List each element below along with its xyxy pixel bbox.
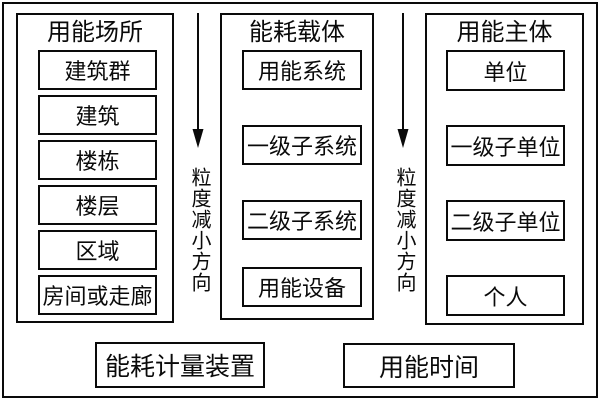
down-arrow-icon: [397, 13, 409, 148]
node-energy-system: 用能系统: [242, 50, 362, 90]
node-room-or-corridor: 房间或走廊: [38, 275, 157, 315]
group-energy-use-subjects: 用能主体 单位 一级子单位 二级子单位 个人: [425, 13, 584, 325]
group-header-subjects: 用能主体: [456, 20, 553, 46]
node-level2-subsystem: 二级子系统: [242, 200, 362, 240]
node-building-cluster: 建筑群: [38, 50, 157, 90]
node-individual: 个人: [446, 275, 565, 316]
node-level1-subunit: 一级子单位: [446, 125, 565, 166]
node-energy-metering-device: 能耗计量装置: [95, 342, 265, 388]
granularity-direction-label-1: 粒度减小方向: [188, 167, 210, 293]
node-energy-use-time: 用能时间: [343, 343, 515, 388]
node-level1-subsystem: 一级子系统: [242, 125, 362, 165]
down-arrow-icon: [192, 13, 204, 148]
node-floor: 楼层: [38, 185, 157, 225]
group-header-places: 用能场所: [47, 20, 143, 46]
group-energy-use-places: 用能场所 建筑群 建筑 楼栋 楼层 区域 房间或走廊: [16, 13, 174, 323]
node-energy-equipment: 用能设备: [242, 267, 362, 307]
node-zone: 区域: [38, 230, 157, 270]
node-building-block: 楼栋: [38, 140, 157, 180]
group-energy-consumption-carriers: 能耗载体 用能系统 一级子系统 二级子系统 用能设备: [220, 13, 374, 320]
node-organization: 单位: [446, 50, 565, 91]
node-building: 建筑: [38, 95, 157, 135]
group-header-carriers: 能耗载体: [249, 20, 345, 46]
granularity-direction-label-2: 粒度减小方向: [393, 167, 415, 293]
node-level2-subunit: 二级子单位: [446, 200, 565, 241]
